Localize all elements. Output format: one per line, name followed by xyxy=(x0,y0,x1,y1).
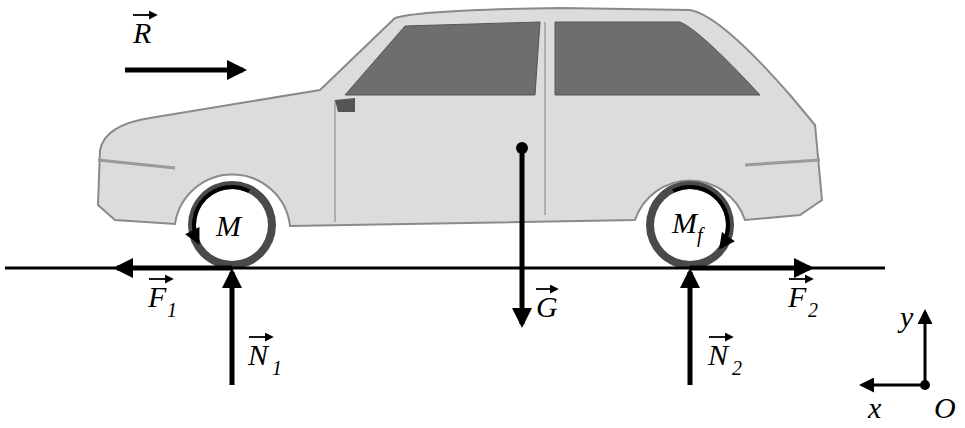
car-mirror xyxy=(335,98,355,112)
vector-mark xyxy=(133,15,812,337)
tire xyxy=(188,181,276,269)
moment-arrow xyxy=(194,187,249,242)
vector-label: N xyxy=(248,340,268,370)
force-arrow xyxy=(117,266,232,271)
force-arrow xyxy=(688,272,693,385)
moment-label: M xyxy=(672,208,697,238)
force-arrow xyxy=(230,272,235,385)
car-door-line xyxy=(335,22,545,222)
subscript: f xyxy=(697,225,703,245)
subscript: 2 xyxy=(732,358,742,378)
subscript: 1 xyxy=(167,300,177,320)
vector-label: F xyxy=(788,282,806,312)
axis-label: O xyxy=(934,393,956,423)
axis xyxy=(862,384,925,387)
vector-label: F xyxy=(148,282,166,312)
subscript: 1 xyxy=(272,358,282,378)
vector-label: G xyxy=(536,292,558,322)
car-window xyxy=(555,22,760,95)
subscript: 2 xyxy=(808,300,818,320)
tire xyxy=(646,181,734,269)
axis xyxy=(924,312,927,385)
force-arrow xyxy=(125,68,243,73)
car-bumper xyxy=(98,160,820,168)
moment-arrow xyxy=(673,187,728,247)
moment-label: M xyxy=(216,211,241,241)
ground-line xyxy=(5,267,885,270)
car-window xyxy=(345,22,540,95)
axis-label: y xyxy=(900,302,913,332)
wheel-hub xyxy=(196,189,268,261)
vector-label: R xyxy=(133,18,151,48)
origin-dot xyxy=(920,380,930,390)
force-arrow xyxy=(520,148,525,324)
wheel-hub xyxy=(654,189,726,261)
force-arrow xyxy=(690,266,810,271)
axis-label: x xyxy=(868,393,881,423)
vector-label: N xyxy=(708,340,728,370)
